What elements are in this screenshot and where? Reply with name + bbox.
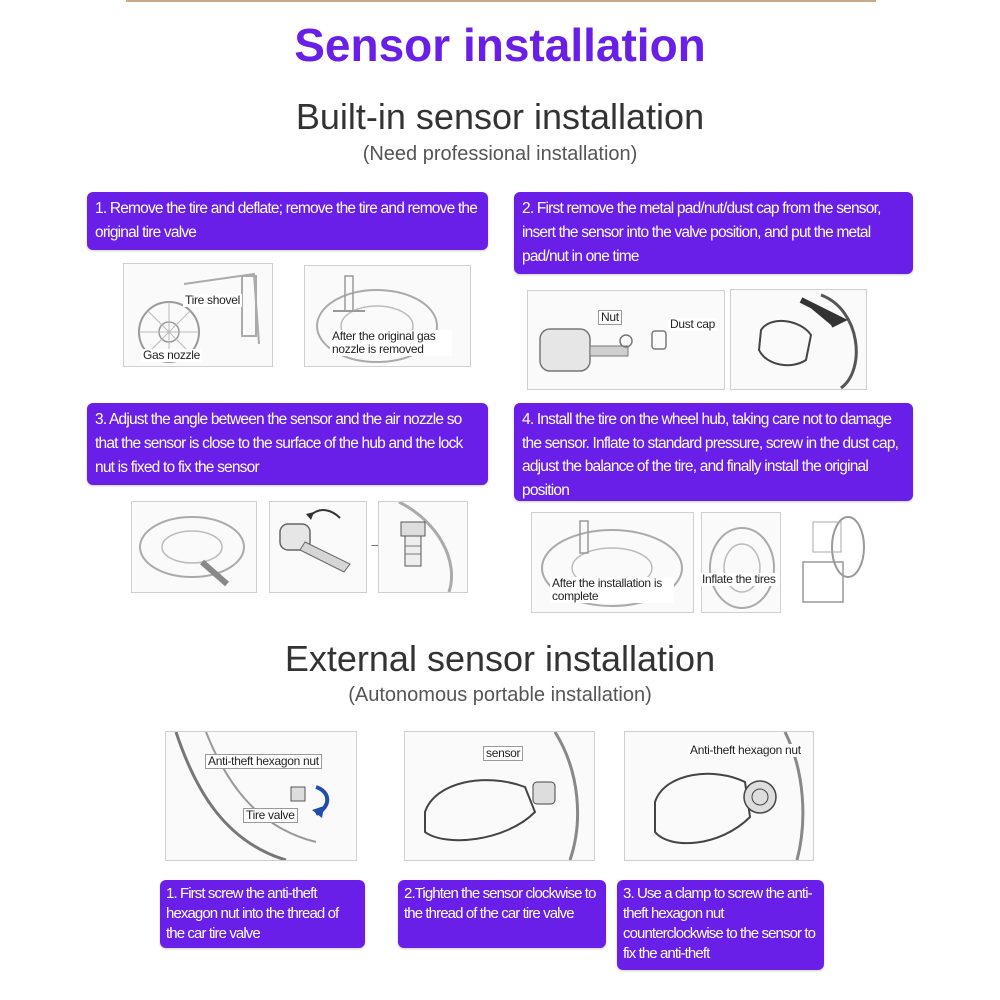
clamp-icon (654, 732, 805, 860)
insert-sensor-illustration (730, 289, 867, 390)
after-removed-label: After the original gas nozzle is removed (330, 330, 452, 356)
top-divider (126, 0, 876, 2)
builtin-step-3: 3. Adjust the angle between the sensor a… (87, 403, 488, 485)
builtin-step-1: 1. Remove the tire and deflate; remove t… (87, 192, 488, 250)
after-installation-label: After the installation is complete (550, 577, 674, 603)
sensor-label: sensor (483, 746, 524, 761)
sensor-icon (539, 328, 667, 372)
adjust-angle-illustration (131, 501, 257, 593)
anti-theft-nut-label-2: Anti-theft hexagon nut (688, 743, 803, 757)
external-step-2: 2.Tighten the sensor clockwise to the th… (398, 880, 606, 948)
tire-shovel-label: Tire shovel (183, 293, 242, 307)
rotate-arrow-icon (279, 509, 351, 573)
page-title: Sensor installation (294, 19, 706, 71)
external-step-3: 3. Use a clamp to screw the anti-theft h… (617, 880, 824, 970)
builtin-section-subtitle: (Need professional installation) (362, 143, 638, 165)
external-section-title: External sensor installation (284, 638, 716, 679)
external-step-1: 1. First screw the anti-theft hexagon nu… (160, 880, 365, 948)
inflate-label: Inflate the tires (700, 572, 778, 586)
balance-machine-icon (802, 516, 865, 603)
external-section-subtitle: (Autonomous portable installation) (348, 684, 652, 706)
builtin-step-2: 2. First remove the metal pad/nut/dust c… (514, 192, 913, 274)
valve-icon (398, 502, 454, 592)
nut-screw-icon (174, 732, 330, 860)
nut-label: Nut (598, 310, 622, 325)
hand-insert-icon (757, 293, 858, 389)
hub-icon (139, 516, 245, 587)
wheel-lever-icon (138, 272, 260, 363)
lock-nut-illustration (378, 501, 468, 593)
inflate-icon (709, 527, 775, 609)
hexagon-nut-illustration (165, 731, 357, 861)
gas-nozzle-label: Gas nozzle (141, 348, 203, 362)
inflate-illustration (701, 512, 781, 613)
balance-machine-illustration (793, 512, 869, 611)
hand-sensor-icon (424, 732, 579, 860)
sensor-parts-illustration (527, 290, 725, 390)
builtin-step-4: 4. Install the tire on the wheel hub, ta… (514, 403, 913, 501)
tire-valve-label: Tire valve (243, 808, 298, 823)
sensor-rotate-illustration (269, 501, 367, 593)
anti-theft-nut-label: Anti-theft hexagon nut (205, 754, 322, 769)
builtin-section-title: Built-in sensor installation (295, 96, 705, 137)
dust-cap-label: Dust cap (668, 317, 717, 331)
